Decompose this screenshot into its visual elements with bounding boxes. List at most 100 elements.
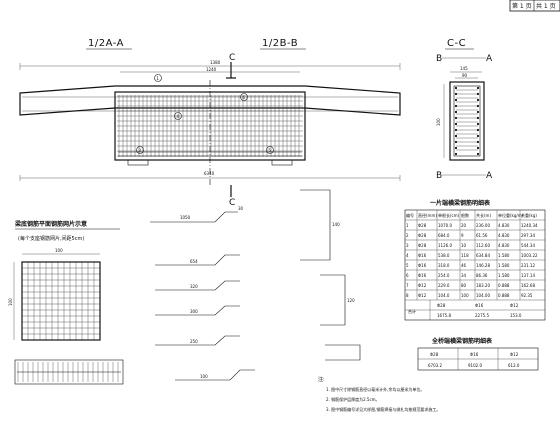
table-cell: 86.36: [476, 273, 488, 278]
bar-shape-9: [325, 344, 361, 361]
table-cell: 231.12: [521, 263, 535, 268]
table-cell: Φ16: [418, 263, 427, 268]
rebar-dot: [454, 86, 458, 90]
rebar-dot: [476, 122, 480, 126]
rebar-dot: [476, 134, 480, 138]
plan-mesh-grid: [21, 261, 101, 341]
bar-shape-6: [175, 369, 255, 381]
bar-callout-number: 5: [268, 148, 271, 153]
table-cell: 104.00: [476, 293, 490, 298]
table-total-col: Φ16: [475, 303, 484, 308]
bar-shape-2-len: 654: [190, 259, 198, 264]
summary-cell: 6703.2: [428, 363, 442, 368]
table-cell: 9: [461, 233, 464, 238]
table-header-cell: 共重(kg): [521, 212, 537, 218]
bar-shape-7-len: 140: [332, 222, 340, 227]
table-cell: 297.34: [521, 233, 535, 238]
bar-shape-1-len: 1050: [180, 215, 191, 220]
section-rebar-dots: [454, 86, 480, 156]
dim-cc-inner: 90: [462, 73, 468, 78]
table-header-cell: 根数: [461, 212, 469, 218]
table-cell: 104.0: [438, 293, 450, 298]
bar-callout-number: 6: [242, 95, 245, 100]
plan-view-subtitle: (每个支座钢筋网片,间距5cm): [18, 235, 84, 242]
rebar-dot: [476, 86, 480, 90]
rebar-dot: [454, 134, 458, 138]
page-box: 第 1 页 共 1 页: [509, 0, 560, 12]
table-total-col: Φ12: [510, 303, 519, 308]
bar-callout-circle: [266, 146, 274, 154]
dim-bottom-total: 6340: [204, 171, 215, 176]
table-cell: Φ16: [418, 273, 427, 278]
bar-callout-number: 4: [176, 114, 179, 119]
table-cell: 61.56: [476, 233, 488, 238]
rebar-dot: [454, 110, 458, 114]
bar-callout-number: 3: [138, 148, 141, 153]
table-cell: 92.35: [521, 293, 533, 298]
table-cell: 544.34: [521, 243, 535, 248]
table-cell: 183.20: [476, 283, 490, 288]
table-cell: 5: [406, 263, 409, 268]
table-cell: 6: [406, 273, 409, 278]
note-line-2: 2. 钢筋保护层厚度为2.5cm。: [326, 396, 380, 402]
bar-callout-circle: [240, 93, 248, 101]
bar-shape-7: [300, 189, 331, 261]
summary-header-cell: Φ12: [510, 352, 519, 357]
table-cell: 1.580: [498, 253, 510, 258]
table-cell: 118: [461, 253, 469, 258]
table-cell: 146.28: [476, 263, 490, 268]
table-cell: Φ28: [418, 233, 427, 238]
bar-callout-circle: [174, 112, 182, 120]
table-cell: 100: [461, 293, 469, 298]
section-a-bottom: A: [486, 171, 493, 181]
dim-top: 1380 1240: [19, 60, 401, 73]
notes-title: 注:: [318, 376, 325, 383]
rebar-dot: [476, 98, 480, 102]
table-cell: 2: [406, 233, 409, 238]
summary-cell: 612.0: [508, 363, 520, 368]
rebar-dot: [454, 146, 458, 150]
bar-shape-2: [155, 254, 240, 266]
table-cell: 254.0: [438, 273, 450, 278]
table-cell: 229.0: [438, 283, 450, 288]
table-total-val: 153.0: [510, 313, 522, 318]
table-cell: 684.0: [438, 233, 450, 238]
bar-shape-3-len: 320: [190, 284, 198, 289]
plan-dim-h: 100: [8, 298, 13, 306]
table-cell: Φ12: [418, 293, 427, 298]
rebar-dot: [476, 152, 480, 156]
plan-mesh: 100 100: [8, 248, 101, 341]
table-cell: 162.68: [521, 283, 535, 288]
bar-shape-4: [155, 305, 240, 316]
rebar-dot: [476, 110, 480, 114]
page-label: 第 1 页: [512, 2, 532, 10]
table-cell: 80: [461, 283, 467, 288]
dim-overall-top: 1380: [210, 60, 221, 65]
rebar-dot: [454, 98, 458, 102]
table-header-cell: 单位重(kg/m): [498, 212, 524, 218]
note-line-3: 3. 图中钢筋编号详见大样图,钢筋焊接与绑扎均按规范要求施工。: [326, 406, 440, 412]
section-b-top: B: [436, 54, 442, 64]
table-cell: 8: [406, 293, 409, 298]
rebar-table-title: 一片端横梁钢筋明细表: [430, 199, 491, 207]
table-cell: 1003.22: [521, 253, 538, 258]
table-cell: 1.580: [498, 263, 510, 268]
bar-shape-8-len: 120: [347, 298, 355, 303]
table-cell: 538.0: [438, 253, 450, 258]
bearing-left: [127, 159, 149, 166]
table-cell: 4.830: [498, 243, 510, 248]
bar-callout-number: 1: [156, 76, 159, 81]
table-cell: Φ12: [418, 283, 427, 288]
bar-shape-1-hook: 30: [238, 206, 244, 211]
table-cell: 1126.0: [438, 243, 452, 248]
section-c-c: B A B A 145 90 100: [436, 54, 493, 181]
table-header-cell: 直径(mm): [418, 212, 437, 218]
view-title-half-b: 1/2B-B: [262, 38, 298, 49]
table-cell: 10: [461, 243, 467, 248]
table-cell: 0.888: [498, 293, 510, 298]
table-total-val: 2275.5: [475, 313, 489, 318]
table-cell: 318.0: [438, 263, 450, 268]
rebar-table: 一片端横梁钢筋明细表 编号直径(mm)单根长(cm)根数共长(m)单位重(kg/…: [404, 199, 546, 321]
